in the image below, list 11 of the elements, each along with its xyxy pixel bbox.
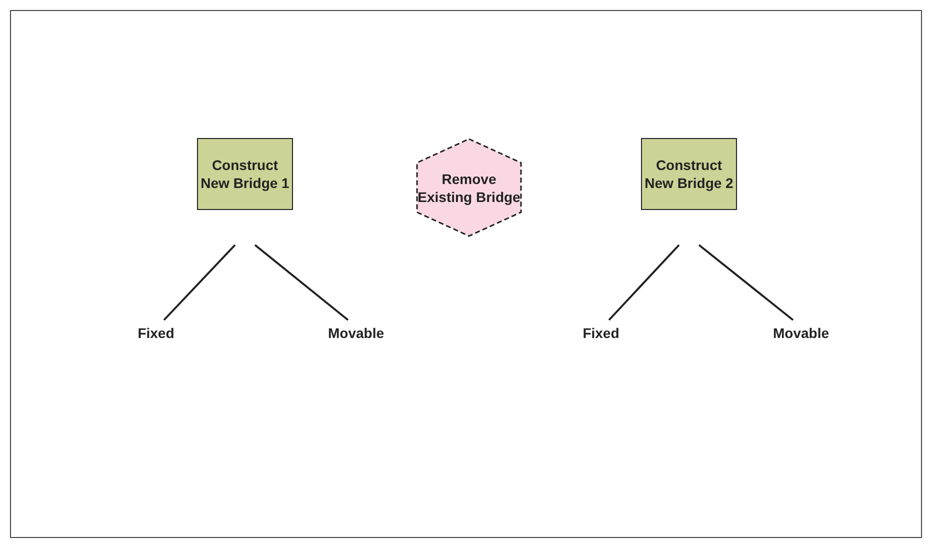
branch-label: Movable: [316, 323, 396, 343]
branch-line: [698, 244, 794, 321]
branch-label: Movable: [761, 323, 841, 343]
branch-line: [163, 244, 236, 321]
process-box: Construct New Bridge 1: [197, 138, 293, 210]
process-box: Construct New Bridge 2: [641, 138, 737, 210]
branch-line: [254, 244, 349, 321]
dashed-hexagon: Remove Existing Bridge: [416, 138, 522, 237]
branch-line: [608, 244, 680, 321]
branch-label: Fixed: [121, 323, 191, 343]
branch-label: Fixed: [566, 323, 636, 343]
